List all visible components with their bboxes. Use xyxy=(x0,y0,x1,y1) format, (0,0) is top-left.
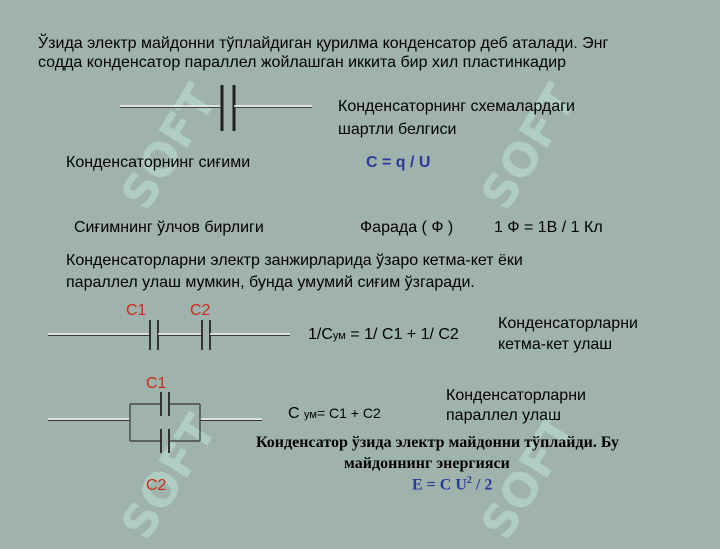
parallel-caption-line-2: параллел улаш xyxy=(446,407,561,424)
series-formula-end: = 1/ C1 + 1/ C2 xyxy=(345,326,459,343)
capacitor-symbol xyxy=(120,85,312,131)
parallel-circuit xyxy=(48,392,262,453)
series-formula-sub: ум xyxy=(332,330,346,342)
parallel-caption-line-1: Конденсаторларни xyxy=(446,387,586,404)
parallel-c1-label: C1 xyxy=(146,375,167,392)
energy-line-2: майдоннинг энергияси xyxy=(344,455,510,472)
parallel-formula-end: = C1 + C2 xyxy=(316,405,381,421)
unit-name: Фарада ( Ф ) xyxy=(360,219,454,236)
intro-line-2: содда конденсатор параллел жойлашган икк… xyxy=(38,54,567,71)
energy-formula-sup: 2 xyxy=(466,475,472,486)
intro-line-1: Ўзида электр майдонни тўплайдиган қурилм… xyxy=(38,35,609,52)
capacity-formula: C = q / U xyxy=(366,154,431,171)
connection-line-2: параллел улаш мумкин, бунда умумий сиғим… xyxy=(66,274,475,291)
symbol-caption-line-1: Конденсаторнинг схемалардаги xyxy=(338,98,575,115)
series-circuit xyxy=(48,320,290,350)
series-c2-label: C2 xyxy=(190,302,211,319)
parallel-formula: C ум= C1 + C2 xyxy=(288,403,381,426)
energy-formula: E = C U2 / 2 xyxy=(412,475,492,494)
energy-formula-end: / 2 xyxy=(471,476,493,494)
energy-formula-start: E = C U xyxy=(412,476,467,494)
symbol-caption-line-2: шартли белгиси xyxy=(338,121,457,138)
energy-line-1: Конденсатор ўзида электр майдонни тўплай… xyxy=(256,434,620,451)
capacity-label: Конденсаторнинг сиғими xyxy=(66,154,251,171)
parallel-c2-label: C2 xyxy=(146,477,167,494)
parallel-formula-start: C xyxy=(288,405,304,422)
series-formula: 1/Cум = 1/ C1 + 1/ C2 xyxy=(308,324,459,347)
parallel-formula-sub: ум xyxy=(304,409,317,421)
unit-relation: 1 Ф = 1В / 1 Кл xyxy=(494,219,603,236)
unit-label: Сиғимнинг ўлчов бирлиги xyxy=(74,219,264,236)
series-caption-line-2: кетма-кет улаш xyxy=(498,336,613,353)
connection-line-1: Конденсаторларни электр занжирларида ўза… xyxy=(66,252,523,269)
series-formula-start: 1/C xyxy=(308,326,333,343)
series-c1-label: C1 xyxy=(126,302,147,319)
series-caption-line-1: Конденсаторларни xyxy=(498,315,638,332)
